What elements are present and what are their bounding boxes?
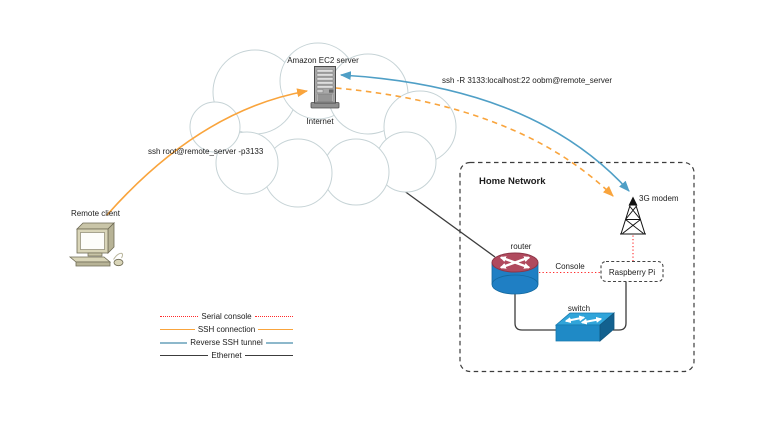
switch-side xyxy=(599,312,615,342)
ethernet-line-router-switch xyxy=(514,293,556,331)
ethernet-line-pi-switch xyxy=(613,282,627,331)
router-arrow xyxy=(499,256,531,269)
legend-line-serial-console xyxy=(254,316,293,317)
legend-line-ethernet xyxy=(244,355,293,356)
reverse-ssh-command-label: ssh -R 3133:localhost:22 oobm@remote_ser… xyxy=(442,76,612,85)
server-button xyxy=(329,89,334,93)
ec2-server-label: Amazon EC2 server xyxy=(287,56,359,65)
legend-line-reverse-ssh-tunnel xyxy=(265,341,294,344)
legend: Serial console SSH connection Reverse SS… xyxy=(160,310,294,362)
remote-client-label: Remote client xyxy=(71,209,121,218)
cloud-bump xyxy=(215,131,279,195)
mouse xyxy=(113,258,124,267)
home-network-label: Home Network xyxy=(479,176,546,187)
legend-line-ssh-connection xyxy=(258,329,293,330)
switch-front xyxy=(555,324,601,342)
modem-3g-label: 3G modem xyxy=(639,194,679,203)
legend-line-serial-console xyxy=(160,316,199,317)
legend-item-ethernet: Ethernet xyxy=(160,349,293,362)
console-label: Console xyxy=(555,262,585,271)
legend-line-reverse-ssh-tunnel xyxy=(160,341,188,344)
ethernet-line-cloud-router xyxy=(395,184,496,258)
switch-arrow xyxy=(580,316,603,325)
legend-item-reverse-ssh-tunnel: Reverse SSH tunnel xyxy=(160,336,294,349)
reverse-ssh-tunnel-line xyxy=(339,71,630,192)
antenna-lattice xyxy=(622,205,644,234)
cloud-bump xyxy=(189,101,241,153)
cloud-bump xyxy=(322,138,390,206)
legend-label-reverse-ssh-tunnel: Reverse SSH tunnel xyxy=(190,338,263,347)
antenna-tip xyxy=(628,196,638,206)
internet-label: Internet xyxy=(306,117,334,126)
ec2-server-icon xyxy=(310,66,340,109)
3g-modem-icon xyxy=(620,196,646,235)
ssh-command-label: ssh root@remote_server -p3133 xyxy=(148,147,264,156)
server-grille-lines xyxy=(318,94,332,102)
legend-label-ethernet: Ethernet xyxy=(211,351,242,360)
switch-label: switch xyxy=(568,304,590,313)
legend-label-ssh-connection: SSH connection xyxy=(197,325,256,334)
monitor-screen xyxy=(80,232,105,250)
server-drive-bay xyxy=(316,89,324,93)
router-body-bottom xyxy=(491,274,539,295)
server-slats xyxy=(316,69,334,89)
raspberry-pi-label: Raspberry Pi xyxy=(609,268,655,277)
keyboard-front xyxy=(75,261,111,267)
remote-client-icon xyxy=(68,222,124,267)
legend-item-serial-console: Serial console xyxy=(160,310,293,323)
raspberry-pi-box xyxy=(600,260,664,283)
router-icon xyxy=(491,252,539,295)
legend-line-ethernet xyxy=(160,355,209,356)
legend-line-ssh-connection xyxy=(160,329,195,330)
keyboard-top xyxy=(68,256,112,263)
monitor-stand xyxy=(87,252,103,257)
router-body-sides xyxy=(491,262,539,285)
switch-icon xyxy=(554,312,616,342)
legend-item-ssh-connection: SSH connection xyxy=(160,323,293,336)
ssh-connection-line xyxy=(106,88,309,216)
router-label: router xyxy=(511,242,532,251)
legend-label-serial-console: Serial console xyxy=(201,312,252,321)
mouse-cable xyxy=(113,252,123,260)
